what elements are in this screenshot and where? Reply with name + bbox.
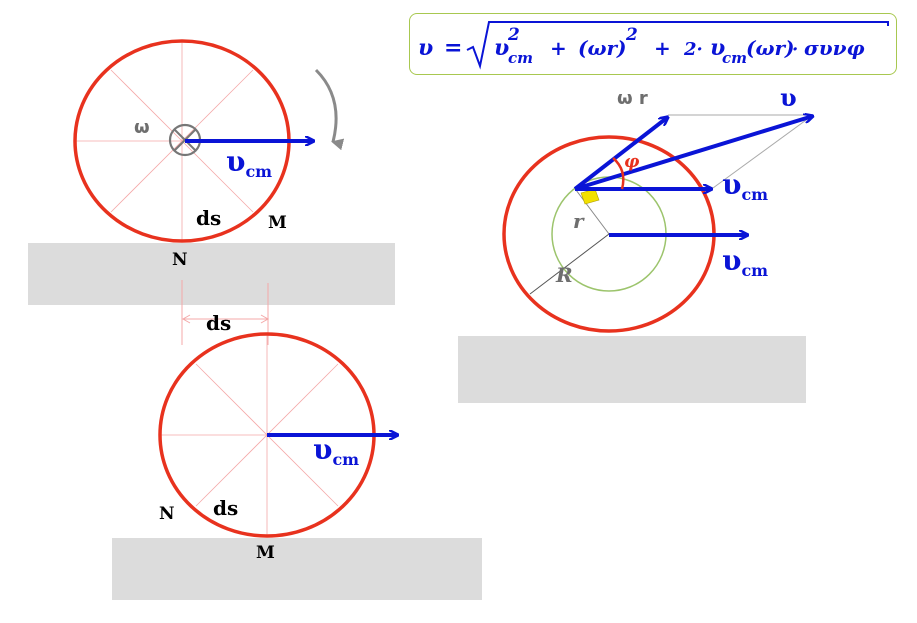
displacement-marker: ds: [181, 280, 270, 345]
big-r-label: R: [555, 263, 573, 287]
wheel-3: φ ω r υ υcm υcm r R: [458, 83, 813, 403]
radius-big-r-line: [529, 233, 610, 295]
formula-text: υ =: [418, 35, 462, 61]
square-root-sign: [466, 21, 889, 70]
point-m-label-2: M: [256, 543, 275, 563]
vcm-label-2: υcm: [313, 433, 359, 469]
angle-phi-arc: [612, 157, 625, 190]
velocity-formula: υ = υ 2 cm + (ωr) 2 + 2· υ cm (ωr) · συν…: [418, 21, 889, 70]
ground-2: [112, 538, 482, 600]
velocity-formula-box: υ = υ 2 cm + (ωr) 2 + 2· υ cm (ωr) · συν…: [409, 13, 897, 75]
point-n-label-2: N: [159, 504, 175, 524]
parallelogram-side: [712, 114, 814, 189]
ds-label-2: ds: [213, 496, 238, 520]
ground-1: [28, 243, 395, 305]
point-m-label-1: M: [268, 213, 287, 233]
vcm-label-1: υcm: [226, 145, 272, 181]
wheel-2: υcm ds N M: [112, 332, 482, 600]
r-label: r: [573, 209, 585, 233]
vcm-label-4: υcm: [722, 244, 768, 280]
right-angle-marker: [580, 188, 600, 205]
resultant-v-vector: [574, 116, 813, 191]
ground-3: [458, 336, 806, 403]
phi-label: φ: [624, 152, 640, 172]
radius-r-line: [575, 189, 610, 235]
formula-radicand: υ 2 cm + (ωr) 2 + 2· υ cm (ωr) · συνφ: [494, 25, 865, 67]
point-n-label-1: N: [172, 250, 188, 270]
rotation-arrow-icon: [314, 68, 345, 151]
wheel-1: ω υcm ds M N: [28, 39, 395, 305]
omega-r-label: ω r: [617, 88, 648, 109]
omega-r-vector: [573, 117, 668, 191]
vcm-label-3: υcm: [722, 168, 768, 204]
resultant-v-label: υ: [780, 83, 797, 112]
ds-displacement-label: ds: [206, 311, 231, 335]
omega-label: ω: [134, 117, 150, 138]
ds-label-1: ds: [196, 206, 221, 230]
